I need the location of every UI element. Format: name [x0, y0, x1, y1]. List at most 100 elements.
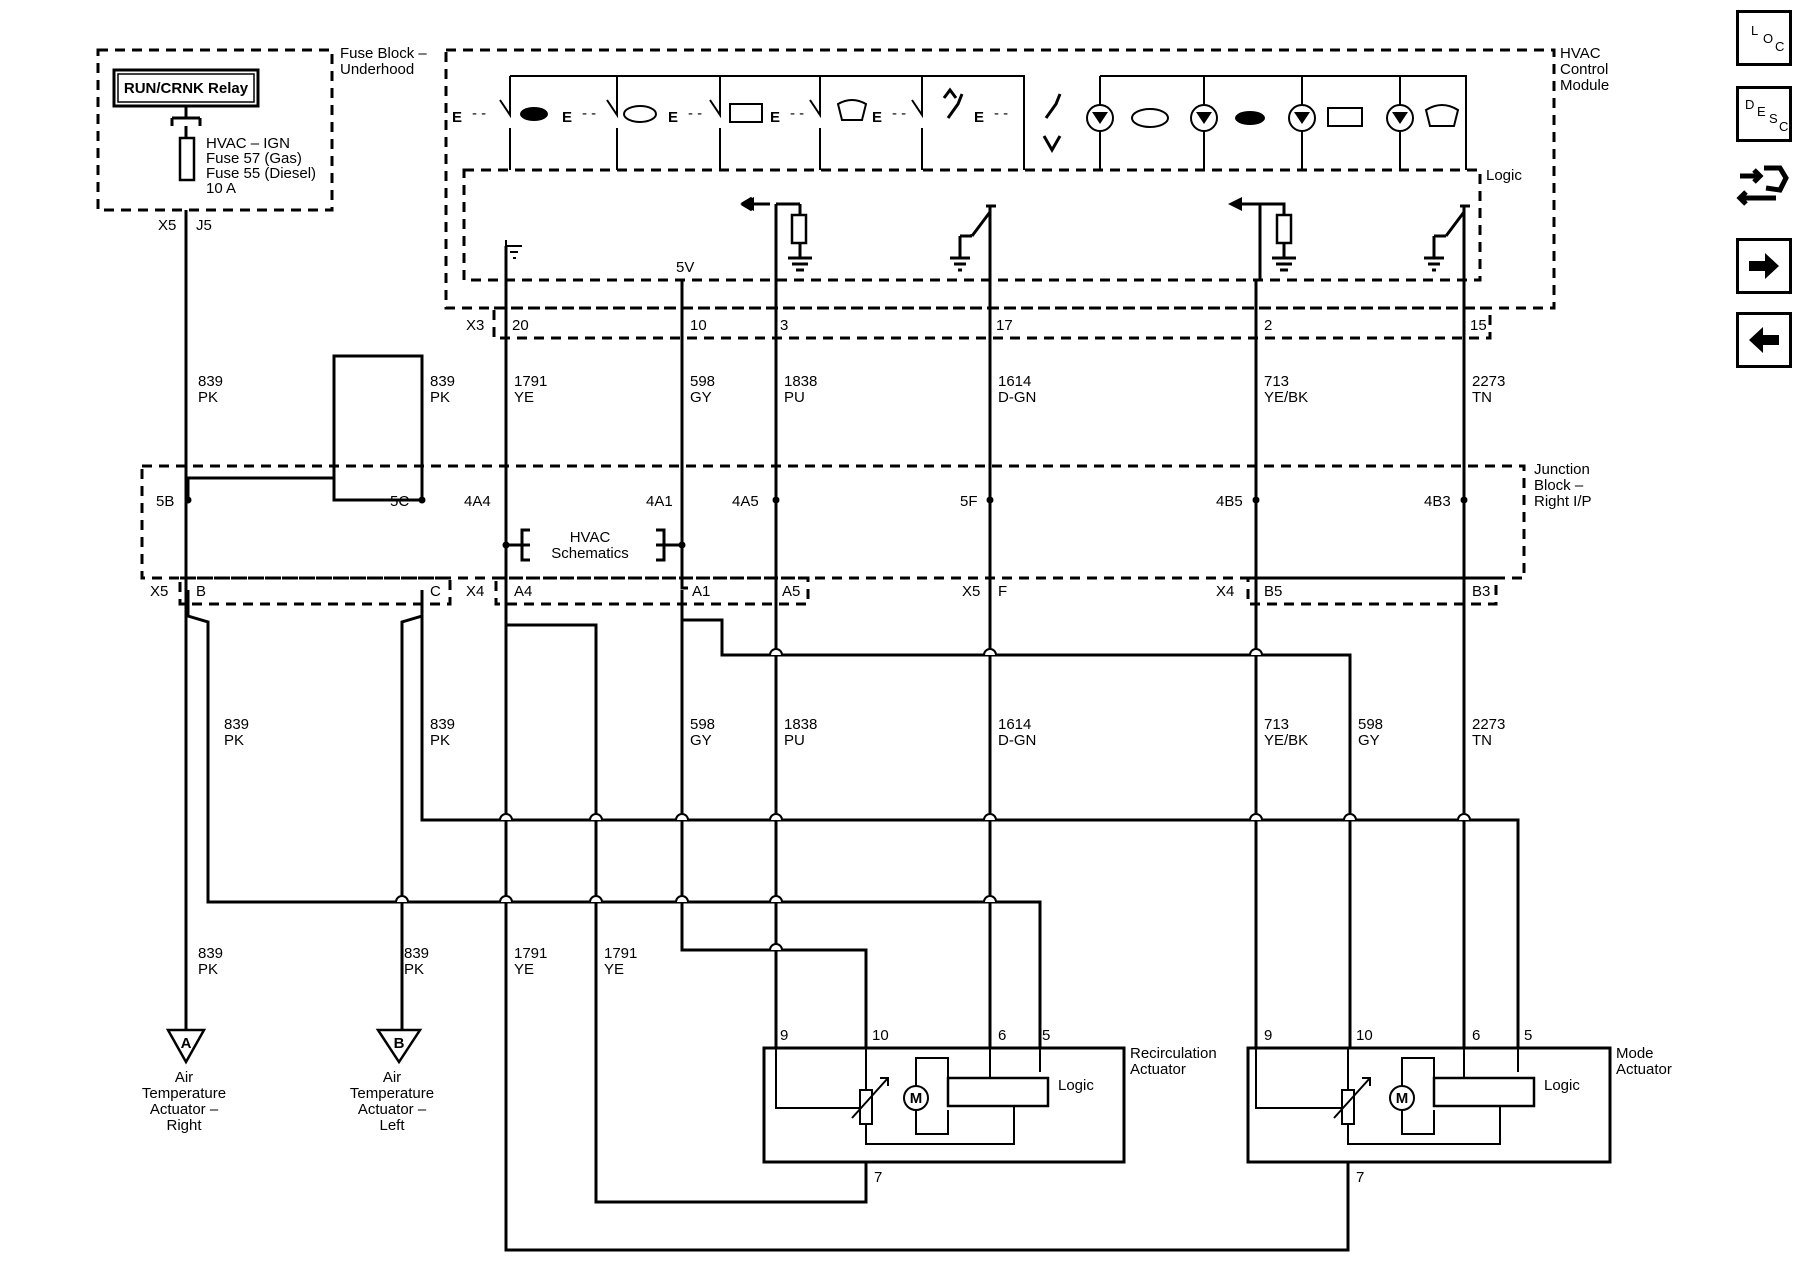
svg-text:GY: GY	[690, 389, 712, 406]
led-rear-defrost-icon	[1327, 107, 1363, 127]
svg-text:7: 7	[874, 1169, 882, 1186]
svg-text:PK: PK	[198, 961, 218, 978]
mode-logic-box	[1432, 1076, 1536, 1108]
svg-text:B3: B3	[1472, 583, 1490, 600]
svg-text:Logic: Logic	[1058, 1077, 1094, 1094]
relay-contact	[170, 106, 202, 126]
svg-text:Actuator: Actuator	[1616, 1061, 1672, 1078]
jb-bottom-labels: X5 B C X4 A4 A1 A5 X5 F X4 B5 B3	[150, 583, 1490, 600]
svg-text:PU: PU	[784, 389, 805, 406]
svg-text:6: 6	[1472, 1027, 1480, 1044]
svg-text:1791: 1791	[514, 945, 547, 962]
svg-text:- -: - -	[790, 105, 804, 122]
loc-button[interactable]: L O C	[1736, 10, 1792, 66]
svg-text:4A5: 4A5	[732, 493, 759, 510]
svg-text:5B: 5B	[156, 493, 174, 510]
connector-wrench-icon	[1736, 165, 1789, 206]
prev-page-button[interactable]	[1736, 312, 1792, 368]
fuse-line-3: Fuse 55 (Diesel)	[206, 165, 316, 182]
svg-text:Air: Air	[383, 1069, 401, 1086]
five-volt-label: 5V	[676, 259, 694, 276]
wire-crossovers	[395, 648, 1471, 951]
svg-text:PU: PU	[784, 732, 805, 749]
x3-pin-15: 15	[1470, 317, 1487, 334]
relay-label: RUN/CRNK Relay	[124, 80, 249, 97]
svg-text:B: B	[196, 583, 206, 600]
junction-dots	[184, 496, 1468, 549]
arrow-right-icon	[1749, 253, 1779, 279]
recirc-car-icon	[520, 107, 548, 121]
svg-text:1614: 1614	[998, 716, 1031, 733]
svg-text:A4: A4	[514, 583, 532, 600]
svg-text:10: 10	[1356, 1027, 1373, 1044]
svg-text:6: 6	[998, 1027, 1006, 1044]
svg-text:D-GN: D-GN	[998, 389, 1036, 406]
logic-label: Logic	[1486, 167, 1522, 184]
led-outside-air-icon	[1131, 108, 1169, 128]
next-page-button[interactable]	[1736, 238, 1792, 294]
indicator-bus	[1100, 75, 1467, 170]
rear-defrost-icon	[729, 103, 763, 123]
outside-air-car-icon	[623, 105, 657, 123]
x3-connector	[492, 306, 1492, 340]
front-defrost-icon	[836, 99, 868, 121]
switch-e-4: E	[770, 109, 780, 126]
x3-pin-10: 10	[690, 317, 707, 334]
desc-button[interactable]: D E S C	[1736, 86, 1792, 142]
jb-conn-x4-b	[1246, 576, 1498, 606]
svg-text:Air: Air	[175, 1069, 193, 1086]
switch-bus	[510, 75, 1025, 170]
connector-wrench-button[interactable]	[1736, 162, 1792, 218]
offpage-connector-a: A Air Temperature Actuator – Right	[142, 1028, 226, 1134]
svg-text:PK: PK	[198, 389, 218, 406]
svg-text:PK: PK	[430, 732, 450, 749]
svg-text:- -: - -	[688, 105, 702, 122]
x3-pin-20: 20	[512, 317, 529, 334]
svg-text:B5: B5	[1264, 583, 1282, 600]
switch-e-6: E	[974, 109, 984, 126]
svg-text:1791: 1791	[514, 373, 547, 390]
fuse-line-2: Fuse 57 (Gas)	[206, 150, 302, 167]
svg-text:C: C	[430, 583, 441, 600]
svg-text:839: 839	[224, 716, 249, 733]
schematics-ref-bracket	[506, 528, 682, 562]
arrow-left-icon	[1749, 327, 1779, 353]
svg-text:2273: 2273	[1472, 373, 1505, 390]
svg-text:GY: GY	[690, 732, 712, 749]
svg-text:- -: - -	[892, 105, 906, 122]
hvac-module-title-2: Control	[1560, 61, 1608, 78]
defrost-floor-icon	[942, 87, 964, 119]
svg-text:713: 713	[1264, 716, 1289, 733]
led-recirc-icon	[1235, 111, 1265, 125]
svg-text:TN: TN	[1472, 389, 1492, 406]
switch-e-1: E	[452, 109, 462, 126]
fuse-block-title-2: Underhood	[340, 61, 414, 78]
svg-text:- -: - -	[472, 105, 486, 122]
recirculation-actuator: Recirculation Actuator 9 10 6 5 7 M Logi…	[762, 1027, 1217, 1186]
svg-text:9: 9	[780, 1027, 788, 1044]
svg-text:- -: - -	[994, 105, 1008, 122]
schematics-ref-label-1: HVAC	[570, 529, 611, 546]
hvac-module-title-3: Module	[1560, 77, 1609, 94]
svg-text:713: 713	[1264, 373, 1289, 390]
svg-text:10: 10	[872, 1027, 889, 1044]
led-front-defrost-icon	[1424, 104, 1460, 127]
svg-text:YE: YE	[604, 961, 624, 978]
jb-conn-x4-a	[494, 576, 810, 606]
jb-conn-x5-bc	[178, 576, 452, 606]
switch-e-2: E	[562, 109, 572, 126]
svg-text:4B3: 4B3	[1424, 493, 1451, 510]
logic-internals	[504, 196, 1470, 280]
svg-text:X4: X4	[466, 583, 484, 600]
switch-e-5: E	[872, 109, 882, 126]
svg-text:839: 839	[198, 945, 223, 962]
svg-text:Actuator –: Actuator –	[358, 1101, 427, 1118]
fuse-line-4: 10 A	[206, 180, 236, 197]
x3-pin-2: 2	[1264, 317, 1272, 334]
recirc-logic-box	[946, 1076, 1050, 1108]
svg-text:4A1: 4A1	[646, 493, 673, 510]
schematics-ref-label-2: Schematics	[551, 545, 629, 562]
x3-pin-3: 3	[780, 317, 788, 334]
